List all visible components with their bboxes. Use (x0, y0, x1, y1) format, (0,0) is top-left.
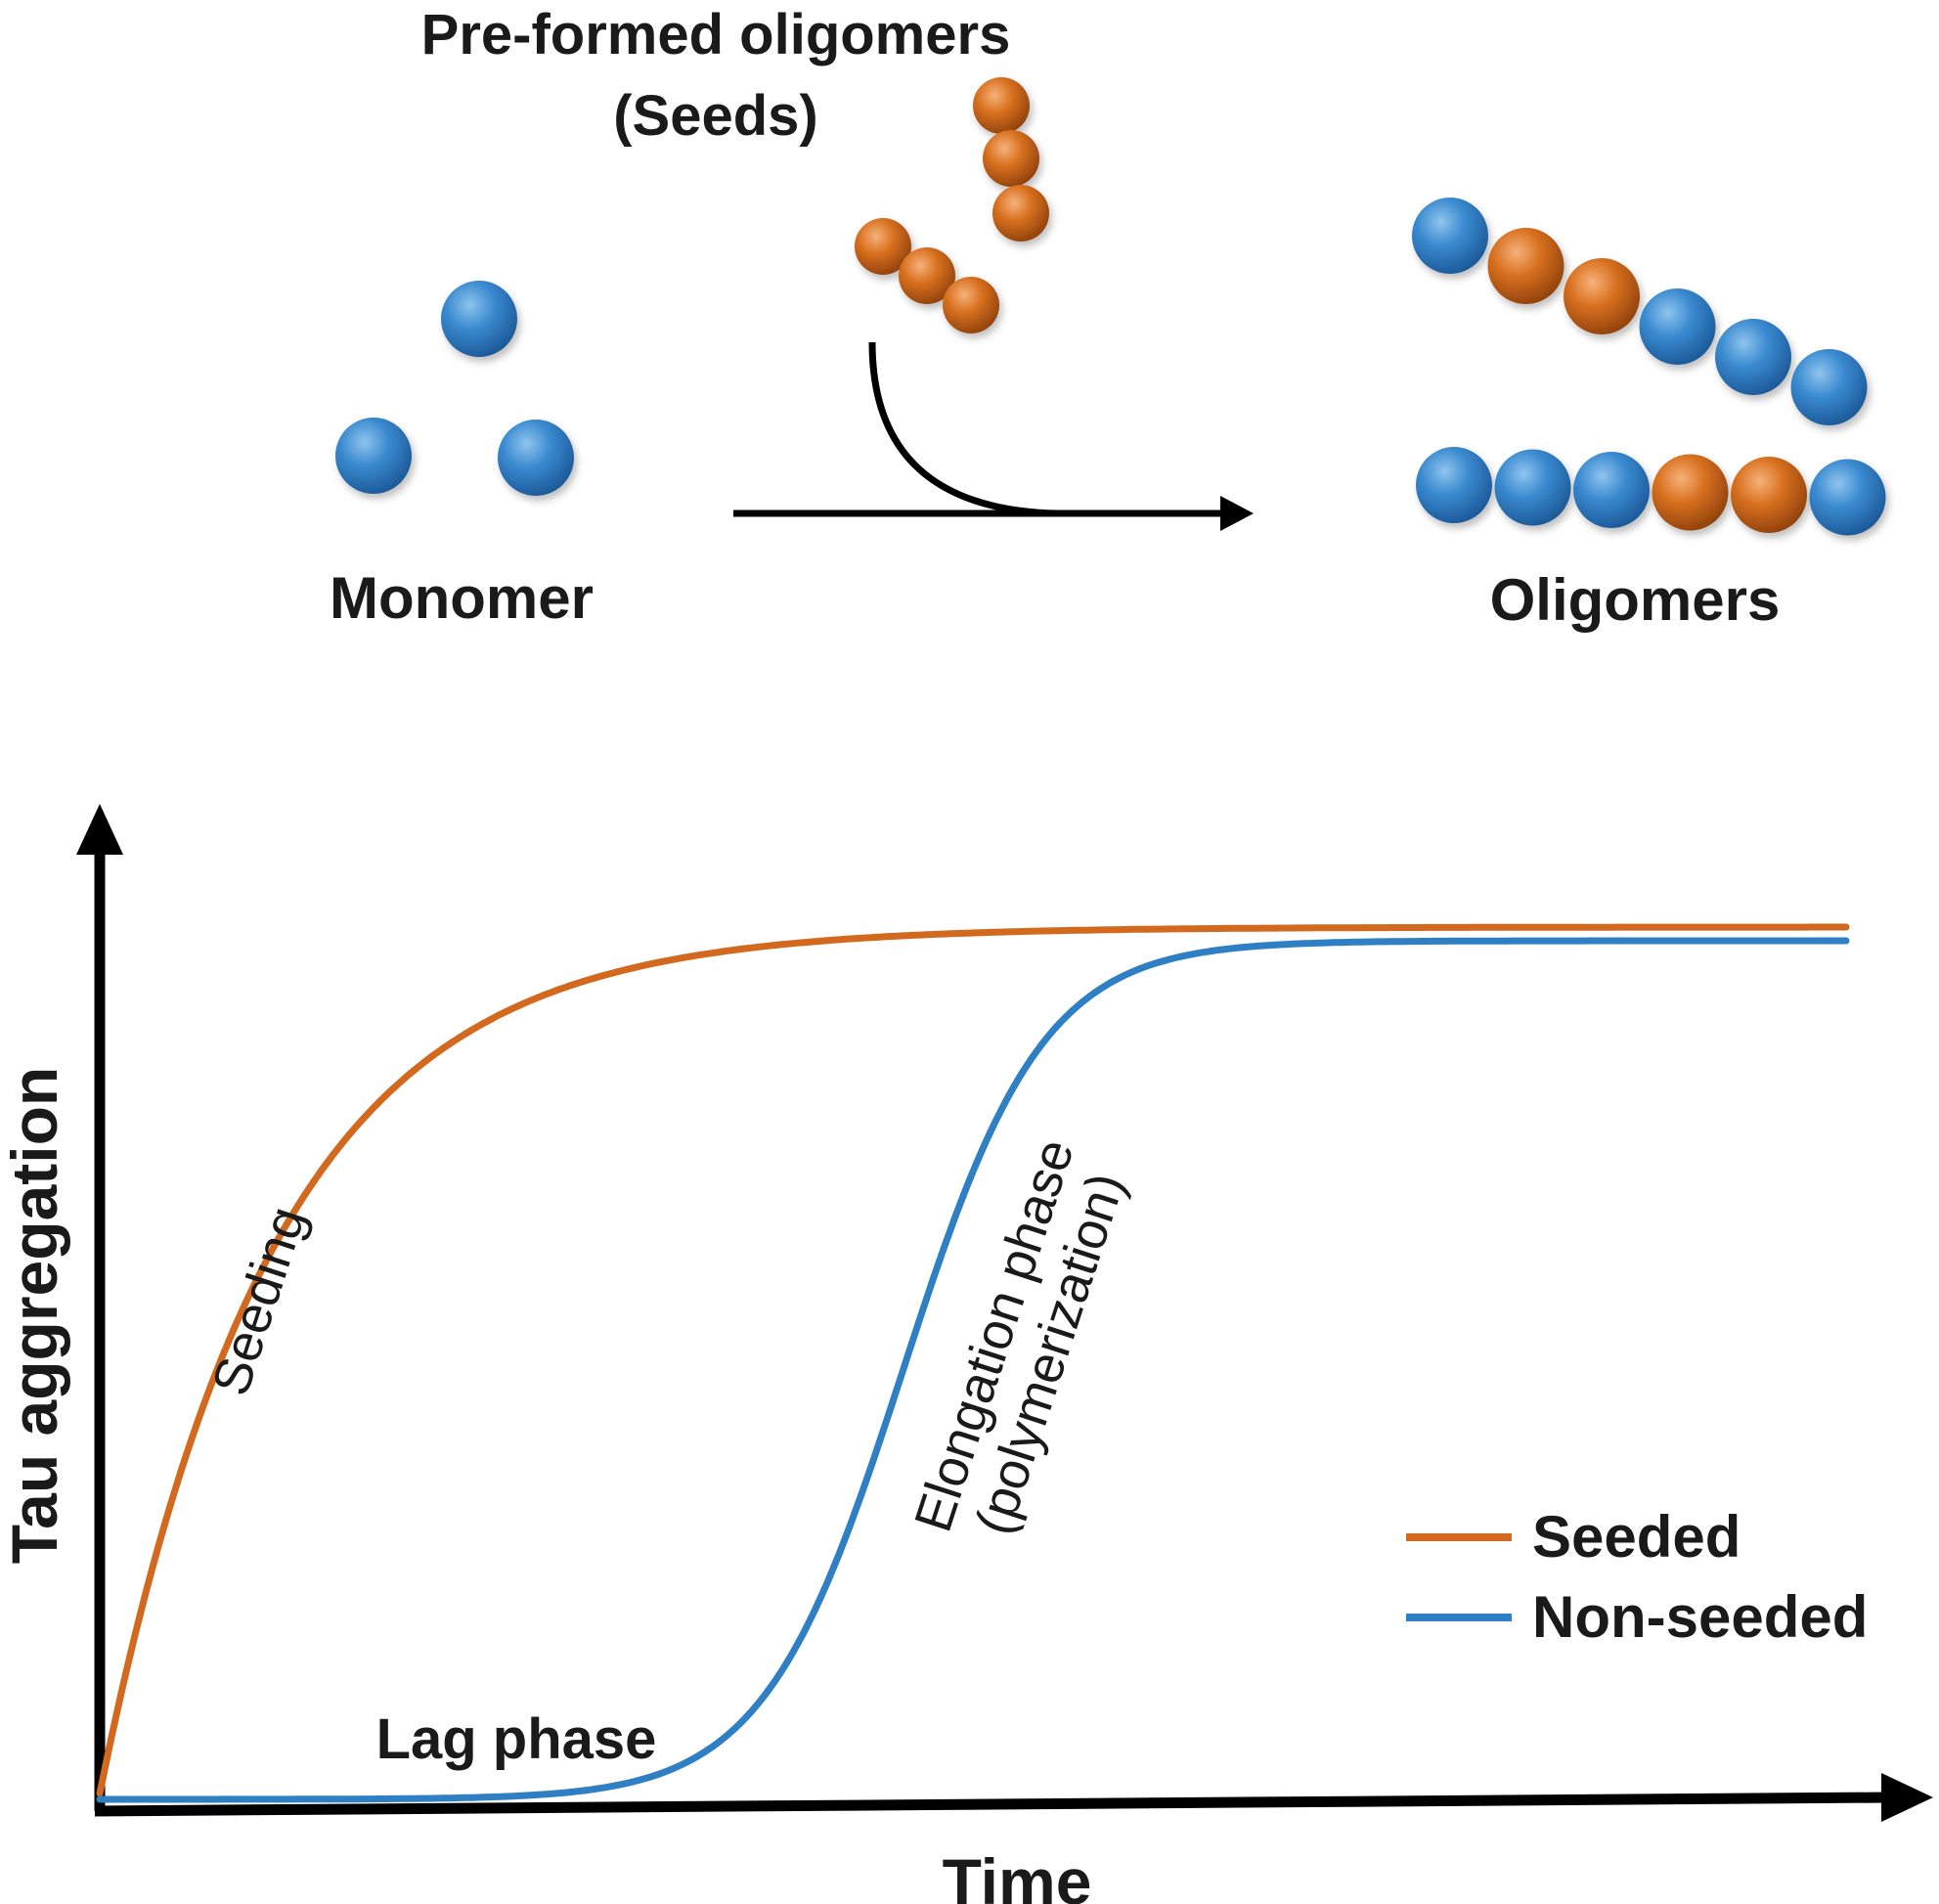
seed-bead (899, 247, 955, 304)
legend-label-non-seeded: Non-seeded (1532, 1584, 1868, 1650)
reaction-arrow (733, 341, 1254, 531)
lag-phase-annotation: Lag phase (376, 1707, 657, 1771)
orange-bead (1487, 228, 1564, 304)
seed-bead (983, 130, 1039, 187)
reaction-arrow-head (1220, 496, 1254, 531)
y-axis-label: Tau aggregation (0, 1067, 70, 1564)
blue-bead (1416, 447, 1492, 523)
blue-bead (1412, 198, 1488, 274)
blue-bead (1790, 349, 1868, 425)
x-axis (94, 1792, 1888, 1817)
monomer-bead (441, 281, 517, 357)
orange-bead (1564, 258, 1640, 334)
monomer-group (335, 281, 574, 496)
blue-bead (1573, 452, 1650, 528)
kinetics-plot: Tau aggregation Time Seeding Lag phase E… (0, 804, 1933, 1904)
monomer-label: Monomer (330, 565, 594, 631)
seed-bead (973, 77, 1030, 134)
blue-bead (1494, 449, 1571, 526)
seeds-label-line1: Pre-formed oligomers (421, 3, 1011, 66)
x-axis-label: Time (943, 1845, 1092, 1904)
seeded-curve (96, 923, 1850, 1797)
seed-entry-curve (868, 341, 1057, 517)
monomer-bead (498, 420, 574, 496)
elongation-annotation: Elongation phase (polymerization) (903, 1132, 1136, 1541)
y-axis-arrowhead (76, 804, 123, 855)
seeding-annotation: Seeding (201, 1200, 317, 1402)
non-seeded-curve (96, 937, 1850, 1803)
oligomer-chain-lower (1416, 447, 1886, 536)
orange-bead (1652, 454, 1729, 531)
blue-bead (1639, 288, 1716, 365)
legend: Seeded Non-seeded (1406, 1504, 1868, 1650)
oligomer-chain-upper (1412, 198, 1868, 425)
blue-bead (1809, 459, 1886, 536)
oligomers-label: Oligomers (1490, 567, 1781, 633)
legend-label-seeded: Seeded (1532, 1504, 1741, 1570)
seeds-label-line2: (Seeds) (613, 84, 818, 148)
seed-chain-lower (855, 218, 999, 333)
seed-chain-upper (973, 77, 1049, 242)
seed-bead (992, 185, 1049, 242)
monomer-bead (335, 418, 412, 494)
blue-bead (1715, 319, 1791, 395)
seed-bead (943, 277, 999, 333)
seed-bead (855, 218, 911, 275)
seeding-schematic: Pre-formed oligomers (Seeds) Monomer (330, 3, 1886, 633)
orange-bead (1731, 457, 1807, 533)
x-axis-arrowhead (1881, 1773, 1933, 1822)
